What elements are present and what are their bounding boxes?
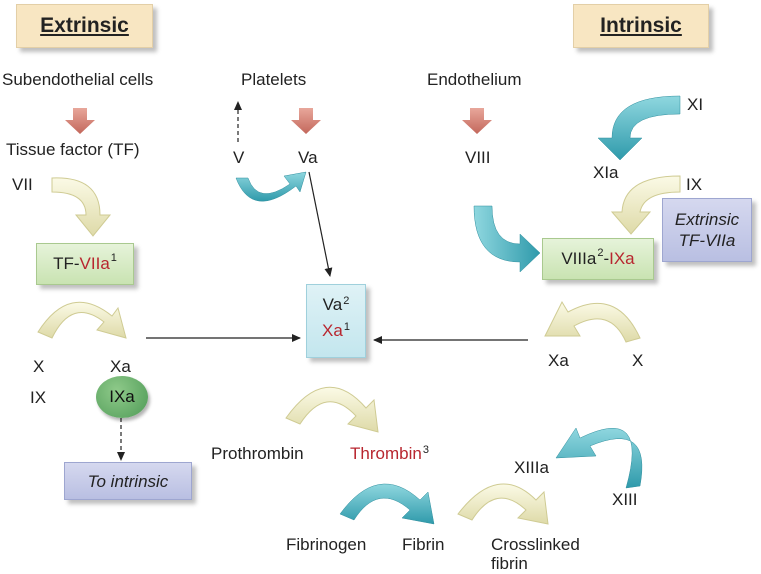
to-intrinsic-label: To intrinsic <box>87 471 169 491</box>
factor-viii-label: VIII <box>465 148 491 167</box>
tf-prefix: TF- <box>53 254 80 273</box>
fibrinogen-label: Fibrinogen <box>286 535 367 554</box>
intrinsic-header: Intrinsic <box>573 4 709 48</box>
factor-xiiia-label: XIIIa <box>514 458 549 477</box>
platelets-label: Platelets <box>241 70 307 89</box>
complex-xa-text: Xa <box>322 321 343 340</box>
subendothelial-cells-label: Subendothelial cells <box>2 70 154 89</box>
cream-arc-arrow-prothrombin <box>285 386 379 433</box>
viia-text: VIIa <box>79 254 110 273</box>
viiia-sep: - <box>603 249 610 268</box>
factor-x-right-label: X <box>632 351 644 370</box>
crosslinked-fibrin-label: fibrin <box>491 554 528 573</box>
tissue-factor-label: Tissue factor (TF) <box>6 140 140 159</box>
factor-va-label: Va <box>298 148 318 167</box>
salmon-down-arrow-endothelium <box>462 108 492 134</box>
cream-arc-arrow-x-to-xa <box>37 301 127 339</box>
cream-elbow-arrow-vii <box>51 177 112 237</box>
endothelium-label: Endothelium <box>427 70 522 89</box>
complex-va-line: Va2 <box>307 293 365 319</box>
extrinsic-tf-line1: Extrinsic <box>674 210 740 229</box>
factor-vii-label: VII <box>12 175 33 194</box>
salmon-down-arrow-subendothelial <box>65 108 95 134</box>
factor-x-left-label: X <box>33 357 45 376</box>
to-intrinsic-box: To intrinsic <box>64 462 192 500</box>
thrombin-label: Thrombin3 <box>350 444 429 466</box>
factor-xiii-label: XIII <box>612 490 638 509</box>
crosslinked-label: Crosslinked <box>491 535 580 554</box>
prothrombin-label: Prothrombin <box>211 444 304 463</box>
arrow-va-to-complex <box>308 171 333 277</box>
factor-xa-left-label: Xa <box>110 357 131 376</box>
teal-elbow-arrow-xi <box>597 95 681 161</box>
factor-xa-right-label: Xa <box>548 351 569 370</box>
cream-arc-arrow-crosslinked <box>457 483 549 525</box>
fibrin-label: Fibrin <box>402 535 445 554</box>
teal-u-arrow-va <box>235 171 307 202</box>
complex-xa-line: Xa1 <box>307 319 365 345</box>
factor-ix-right-label: IX <box>686 175 703 194</box>
intrinsic-header-label: Intrinsic <box>600 14 682 37</box>
teal-arc-arrow-fibrinogen <box>339 483 435 525</box>
salmon-down-arrow-platelets <box>291 108 321 134</box>
extrinsic-header-label: Extrinsic <box>40 14 129 37</box>
factor-v-label: V <box>233 148 245 167</box>
ixa-oval-label: IXa <box>109 387 135 406</box>
thrombin-text: Thrombin <box>350 444 422 463</box>
cream-arc-arrow-x-to-xa-right <box>544 300 641 343</box>
teal-arc-arrow-xiii <box>555 427 643 489</box>
ixa-oval: IXa <box>96 376 148 418</box>
extrinsic-tf-viia-box: Extrinsic TF-VIIa <box>662 198 752 262</box>
prothrombinase-complex: Va2 Xa1 <box>306 284 366 358</box>
factor-ix-left-label: IX <box>30 388 47 407</box>
complex-va-sup: 2 <box>343 295 350 307</box>
tf-viia-sup: 1 <box>110 252 117 264</box>
complex-va-text: Va <box>322 295 343 314</box>
thrombin-sup: 3 <box>422 444 429 456</box>
factor-xia-label: XIa <box>593 163 619 182</box>
teal-elbow-arrow-viii <box>473 205 541 273</box>
factor-xi-label: XI <box>687 95 704 114</box>
cream-elbow-arrow-ix <box>610 175 681 235</box>
ixa-text: IXa <box>609 249 635 268</box>
complex-xa-sup: 1 <box>343 321 350 333</box>
extrinsic-header: Extrinsic <box>16 4 153 48</box>
viiia-sup: 2 <box>597 247 604 259</box>
extrinsic-tf-line2: TF-VIIa <box>678 231 736 250</box>
viiia-text: VIIIa <box>561 249 597 268</box>
